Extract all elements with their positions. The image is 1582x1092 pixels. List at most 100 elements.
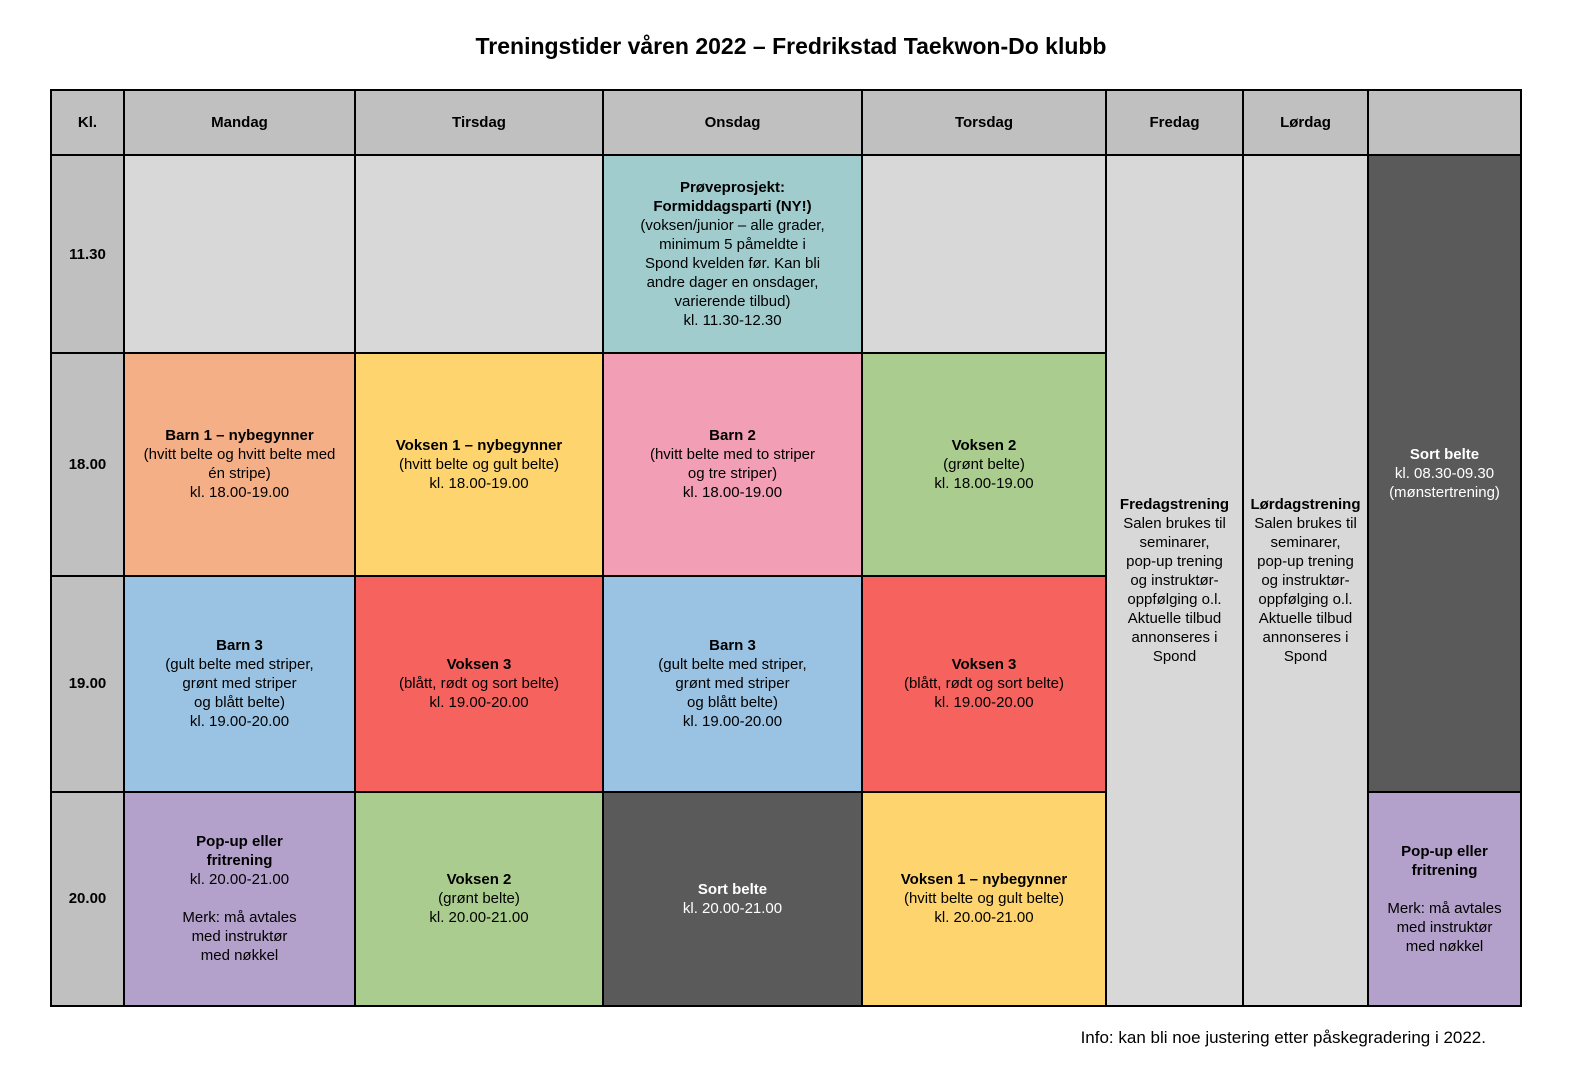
- session-cell-fredag: Fredagstrening Salen brukes til seminare…: [1105, 154, 1244, 1007]
- session-time: kl. 20.00-21.00: [682, 899, 783, 917]
- session-detail: Salen brukes til: [1123, 515, 1226, 533]
- session-detail: (mønstertrening): [1389, 483, 1500, 501]
- empty-cell: [861, 154, 1107, 355]
- footer-note: Info: kan bli noe justering etter påskeg…: [1080, 1028, 1486, 1047]
- header-day: Mandag: [123, 88, 356, 157]
- session-detail: (voksen/junior – alle grader,: [640, 217, 825, 235]
- session-detail: annonseres i: [1131, 629, 1218, 647]
- session-time: kl. 18.00-19.00: [429, 474, 529, 492]
- session-detail: andre dager en onsdager,: [646, 274, 819, 292]
- session-time: kl. 20.00-21.00: [189, 871, 290, 889]
- session-note: med nøkkel: [1405, 937, 1484, 955]
- session-detail: (blått, rødt og sort belte): [903, 675, 1065, 693]
- time-cell: 20.00: [50, 790, 125, 1008]
- session-cell-tirsdag-1800: Voksen 1 – nybegynner (hvitt belte og gu…: [354, 352, 604, 577]
- session-detail: pop-up trening: [1126, 553, 1223, 571]
- session-time: kl. 19.00-20.00: [682, 713, 783, 731]
- row-1900: 19.00 Barn 3 (gult belte med striper, gr…: [50, 574, 1521, 793]
- time-cell: 11.30: [50, 154, 125, 355]
- session-detail: (grønt belte): [943, 455, 1025, 473]
- session-detail: grønt med striper: [182, 675, 297, 693]
- session-detail: (hvitt belte og gult belte): [903, 890, 1065, 908]
- session-detail: oppfølging o.l.: [1127, 591, 1222, 609]
- session-cell-lordag: Lørdagstrening Salen brukes til seminare…: [1242, 154, 1369, 1007]
- header-row: Kl. Mandag Tirsdag Onsdag Torsdag Fredag…: [50, 88, 1522, 157]
- session-detail: pop-up trening: [1257, 553, 1354, 571]
- session-cell-onsdag-1800: Barn 2 (hvitt belte med to striper og tr…: [602, 352, 863, 577]
- session-name: Sort belte: [1409, 445, 1480, 463]
- session-detail: (hvitt belte med to striper: [649, 446, 816, 464]
- session-note: med instruktør: [191, 928, 288, 946]
- session-detail: annonseres i: [1262, 629, 1349, 647]
- spacer: [125, 889, 354, 908]
- session-name: Barn 1 – nybegynner: [165, 427, 314, 445]
- time-cell: 19.00: [50, 574, 125, 793]
- session-detail: (gult belte med striper,: [165, 656, 314, 674]
- session-cell-torsdag-1900: Voksen 3 (blått, rødt og sort belte) kl.…: [861, 574, 1107, 793]
- session-detail: Salen brukes til: [1254, 515, 1357, 533]
- row-1800: 18.00 Barn 1 – nybegynner (hvitt belte o…: [50, 352, 1521, 577]
- session-name: Voksen 2: [446, 871, 512, 889]
- session-note: med instruktør: [1396, 918, 1493, 936]
- session-detail: Aktuelle tilbud: [1258, 610, 1353, 628]
- session-cell-mandag-2000: Pop-up eller fritrening kl. 20.00-21.00 …: [123, 790, 356, 1008]
- session-cell-mandag-1900: Barn 3 (gult belte med striper, grønt me…: [123, 574, 356, 793]
- session-name: Barn 3: [709, 637, 756, 655]
- session-note: med nøkkel: [200, 947, 279, 965]
- session-detail: Spond kvelden før. Kan bli: [644, 255, 821, 273]
- session-detail: minimum 5 påmeldte i: [659, 236, 806, 254]
- session-note: Merk: må avtales: [1387, 899, 1502, 917]
- session-detail: oppfølging o.l.: [1258, 591, 1353, 609]
- session-time: kl. 08.30-09.30: [1394, 464, 1495, 482]
- session-cell-mandag-1800: Barn 1 – nybegynner (hvitt belte og hvit…: [123, 352, 356, 577]
- session-name: Lørdagstrening: [1250, 496, 1361, 514]
- empty-cell: [354, 154, 604, 355]
- session-detail: og instruktør-: [1261, 572, 1350, 590]
- session-time: kl. 18.00-19.00: [189, 484, 290, 502]
- header-day: Lørdag: [1242, 88, 1369, 157]
- header-time: Kl.: [50, 88, 125, 157]
- time-cell: 18.00: [50, 352, 125, 577]
- session-cell-tirsdag-2000: Voksen 2 (grønt belte) kl. 20.00-21.00: [354, 790, 604, 1008]
- session-detail: grønt med striper: [675, 675, 790, 693]
- session-detail: og blått belte): [687, 694, 778, 712]
- session-name: Barn 2: [709, 427, 756, 445]
- session-name: fritrening: [1411, 861, 1478, 879]
- session-cell-torsdag-2000: Voksen 1 – nybegynner (hvitt belte og gu…: [861, 790, 1107, 1008]
- session-time: kl. 20.00-21.00: [934, 909, 1034, 927]
- session-name: Barn 3: [216, 637, 263, 655]
- session-name: fritrening: [206, 852, 273, 870]
- session-detail: og blått belte): [194, 694, 285, 712]
- session-detail: Spond: [1152, 648, 1197, 666]
- row-2000: 20.00 Pop-up eller fritrening kl. 20.00-…: [50, 790, 1522, 1008]
- session-cell-sort-belte-extra: Sort belte kl. 08.30-09.30 (mønstertreni…: [1367, 154, 1522, 793]
- session-cell-onsdag-1130: Prøveprosjekt: Formiddagsparti (NY!) (vo…: [602, 154, 863, 355]
- session-detail: og tre striper): [687, 465, 778, 483]
- session-cell-torsdag-1800: Voksen 2 (grønt belte) kl. 18.00-19.00: [861, 352, 1107, 577]
- empty-cell: [123, 154, 356, 355]
- session-time: kl. 20.00-21.00: [429, 909, 529, 927]
- session-cell-tirsdag-1900: Voksen 3 (blått, rødt og sort belte) kl.…: [354, 574, 604, 793]
- session-detail: Spond: [1283, 648, 1328, 666]
- header-day: Torsdag: [861, 88, 1107, 157]
- session-name: Voksen 2: [951, 436, 1017, 454]
- session-detail: (grønt belte): [438, 890, 520, 908]
- session-name: Voksen 3: [951, 656, 1017, 674]
- session-detail: (blått, rødt og sort belte): [398, 675, 560, 693]
- row-1130: 11.30 Prøveprosjekt: Formiddagsparti (NY…: [50, 154, 1522, 1007]
- header-day: Fredag: [1105, 88, 1244, 157]
- session-detail: seminarer,: [1139, 534, 1210, 552]
- session-cell-popup-extra: Pop-up eller fritrening Merk: må avtales…: [1367, 790, 1522, 1008]
- session-cell-onsdag-2000: Sort belte kl. 20.00-21.00: [602, 790, 863, 1008]
- header-day: Tirsdag: [354, 88, 604, 157]
- session-cell-onsdag-1900: Barn 3 (gult belte med striper, grønt me…: [602, 574, 863, 793]
- session-name: Voksen 1 – nybegynner: [395, 436, 563, 454]
- session-detail: Aktuelle tilbud: [1127, 610, 1222, 628]
- session-time: kl. 18.00-19.00: [934, 474, 1034, 492]
- session-detail: (gult belte med striper,: [658, 656, 807, 674]
- session-detail: seminarer,: [1270, 534, 1341, 552]
- session-name: Pop-up eller: [196, 833, 283, 851]
- session-name: Voksen 3: [446, 656, 512, 674]
- session-name: Prøveprosjekt:: [679, 179, 786, 197]
- session-detail: varierende tilbud): [674, 293, 791, 311]
